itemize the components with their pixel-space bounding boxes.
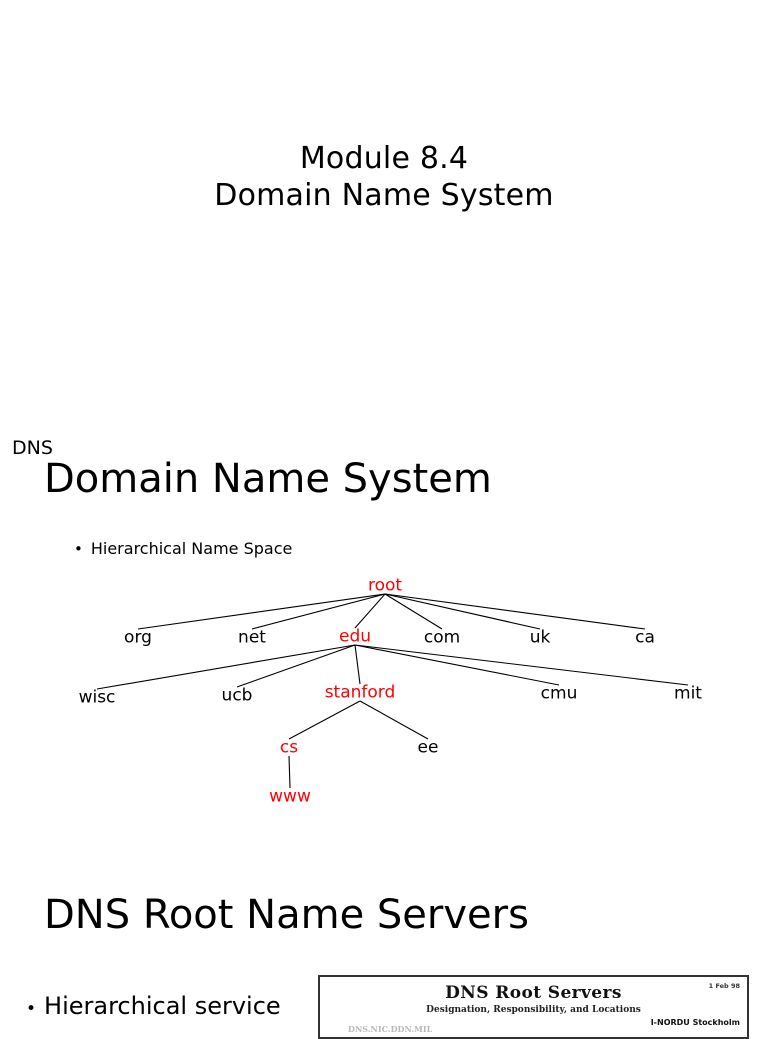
page-title: Domain Name System bbox=[44, 456, 492, 502]
embedded-slide-content: 1 Feb 98 DNS Root Servers Designation, R… bbox=[320, 977, 747, 1037]
tree-edge-edu-to-mit bbox=[354, 644, 689, 686]
embedded-faint-row: DNS.NIC.DDN.MIL bbox=[348, 1024, 433, 1034]
tree-edge-edu-to-cmu bbox=[354, 644, 560, 686]
tree-node-uk: uk bbox=[529, 627, 551, 648]
tree-node-cmu: cmu bbox=[540, 683, 578, 704]
tree-edge-stanford-to-ee bbox=[359, 700, 429, 740]
tree-edge-cs-to-www bbox=[288, 755, 291, 789]
tree-node-stanford: stanford bbox=[324, 682, 396, 703]
title-block: Module 8.4 Domain Name System bbox=[0, 140, 768, 214]
embedded-subtitle: Designation, Responsibility, and Locatio… bbox=[426, 1005, 641, 1015]
tree-edge-root-to-uk bbox=[384, 593, 541, 630]
bullet-hierarchical-service: • Hierarchical service bbox=[26, 992, 281, 1020]
tree-edge-edu-to-ucb bbox=[236, 644, 356, 688]
title-line-module: Module 8.4 bbox=[299, 141, 469, 176]
tree-edge-root-to-org bbox=[137, 593, 386, 630]
tree-node-net: net bbox=[238, 627, 266, 648]
tree-edge-lines bbox=[96, 593, 689, 789]
bullet-marker-icon: • bbox=[26, 999, 37, 1019]
page-title-root-servers: DNS Root Name Servers bbox=[44, 892, 529, 938]
tree-node-mit: mit bbox=[674, 683, 702, 704]
title-slide: Module 8.4 Domain Name System bbox=[0, 0, 768, 430]
tree-node-www: www bbox=[269, 786, 311, 807]
bullet-marker-icon: • bbox=[74, 540, 83, 558]
tree-node-cs: cs bbox=[279, 737, 299, 758]
slide-kicker-dns: DNS bbox=[12, 437, 53, 459]
tree-node-edu: edu bbox=[338, 626, 372, 647]
tree-node-ee: ee bbox=[417, 737, 439, 758]
embedded-dns-root-servers-image: 1 Feb 98 DNS Root Servers Designation, R… bbox=[318, 975, 749, 1039]
tree-node-wisc: wisc bbox=[78, 687, 116, 708]
tree-edge-root-to-ca bbox=[384, 593, 646, 630]
embedded-title: DNS Root Servers bbox=[445, 983, 622, 1003]
tree-node-org: org bbox=[124, 627, 152, 648]
tree-edge-stanford-to-cs bbox=[288, 700, 361, 740]
bullet-label: Hierarchical service bbox=[44, 992, 281, 1020]
bullet-label: Hierarchical Name Space bbox=[90, 539, 293, 558]
domain-name-system-slide: DNS Domain Name System • Hierarchical Na… bbox=[0, 430, 768, 885]
tree-edge-root-to-com bbox=[384, 593, 443, 630]
tree-edge-edu-to-wisc bbox=[96, 644, 356, 690]
tree-edge-root-to-edu bbox=[354, 593, 386, 629]
bullet-hierarchical-name-space: • Hierarchical Name Space bbox=[74, 540, 292, 558]
embedded-organization-label: I-NORDU Stockholm bbox=[650, 1018, 740, 1027]
tree-node-com: com bbox=[423, 627, 461, 648]
tree-node-root: root bbox=[367, 575, 403, 596]
tree-edge-edu-to-stanford bbox=[354, 644, 361, 685]
tree-edge-root-to-net bbox=[251, 593, 386, 630]
tree-node-ucb: ucb bbox=[221, 685, 253, 706]
dns-root-name-servers-slide: DNS Root Name Servers • Hierarchical ser… bbox=[0, 885, 768, 1024]
tree-node-ca: ca bbox=[635, 627, 655, 648]
title-line-subject: Domain Name System bbox=[214, 178, 554, 214]
embedded-date-label: 1 Feb 98 bbox=[708, 982, 740, 990]
dns-hierarchy-tree: root org net edu com uk ca wisc ucb stanford cmu mi… bbox=[0, 570, 768, 825]
